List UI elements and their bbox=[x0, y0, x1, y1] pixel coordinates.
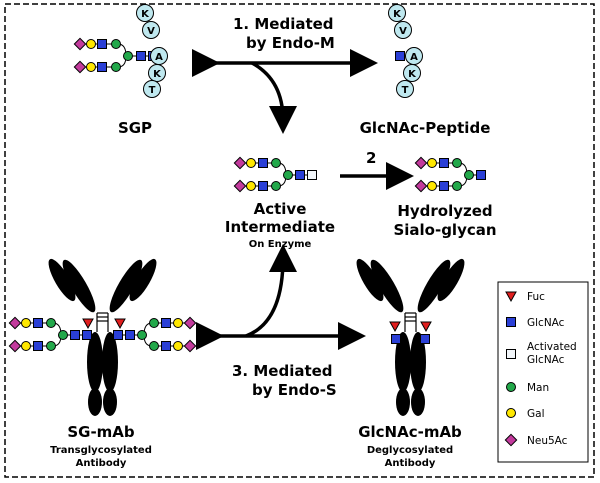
hydrolyzed-sialo-glycan bbox=[414, 156, 486, 193]
sgp-label: SGP bbox=[118, 119, 152, 137]
residue-v: V bbox=[147, 26, 155, 37]
legend-neu5ac: Neu5Ac bbox=[527, 435, 568, 447]
residue-k: K bbox=[393, 9, 402, 20]
sgp-peptide-chain: K V A K T bbox=[136, 4, 168, 98]
glcnac-mab-label: GlcNAc-mAb bbox=[358, 423, 462, 441]
reaction-3-label-line1: 3. Mediated bbox=[232, 362, 333, 380]
reaction-3-arrows bbox=[196, 244, 366, 350]
residue-k: K bbox=[141, 9, 150, 20]
hydrolyzed-label-line2: Sialo-glycan bbox=[393, 221, 496, 239]
hydrolyzed-label-line1: Hydrolyzed bbox=[397, 202, 492, 220]
glcnac-mab-sublabel-line2: Antibody bbox=[385, 458, 436, 469]
residue-t: T bbox=[149, 85, 156, 96]
glcnac-peptide: K V A K T bbox=[388, 4, 423, 98]
active-intermediate-label-line1: Active bbox=[254, 200, 307, 218]
legend-fuc: Fuc bbox=[527, 291, 545, 303]
active-intermediate-label-line2: Intermediate bbox=[225, 218, 335, 236]
legend-gal: Gal bbox=[527, 408, 545, 420]
residue-a: A bbox=[155, 52, 163, 63]
legend-glcnac: GlcNAc bbox=[527, 317, 565, 329]
legend-activated-line2: GlcNAc bbox=[527, 354, 565, 366]
residue-v: V bbox=[399, 26, 407, 37]
sg-mab-sublabel-line2: Antibody bbox=[76, 458, 127, 469]
reaction-1-arrows bbox=[192, 49, 378, 134]
sg-mab-label: SG-mAb bbox=[67, 423, 135, 441]
legend: Fuc GlcNAc Activated GlcNAc Man Gal Neu5… bbox=[497, 281, 589, 463]
active-intermediate-sublabel: On Enzyme bbox=[249, 239, 312, 250]
sg-mab-body bbox=[48, 258, 157, 416]
sg-mab-sublabel-line1: Transglycosylated bbox=[50, 445, 152, 456]
active-intermediate-glycan bbox=[233, 156, 317, 193]
glcnac-mab-sublabel-line1: Deglycosylated bbox=[367, 445, 453, 456]
sg-mab-antibody bbox=[8, 258, 197, 416]
reaction-3-label-line2: by Endo-S bbox=[252, 381, 337, 399]
residue-k2: K bbox=[153, 69, 162, 80]
legend-activated-line1: Activated bbox=[527, 341, 577, 353]
glcnac-mab-antibody bbox=[356, 258, 465, 416]
sgp-glycopeptide: K V A K T bbox=[73, 4, 168, 98]
glcnac-peptide-label: GlcNAc-Peptide bbox=[360, 119, 491, 137]
reaction-1-label-line2: by Endo-M bbox=[246, 34, 335, 52]
legend-box bbox=[497, 281, 589, 463]
glcnac-mab-body bbox=[356, 258, 465, 416]
residue-a: A bbox=[410, 52, 418, 63]
residue-t: T bbox=[402, 85, 409, 96]
reaction-1-label-line1: 1. Mediated bbox=[233, 15, 334, 33]
legend-man: Man bbox=[527, 382, 549, 394]
reaction-2-label: 2 bbox=[366, 149, 376, 167]
residue-k2: K bbox=[408, 69, 417, 80]
